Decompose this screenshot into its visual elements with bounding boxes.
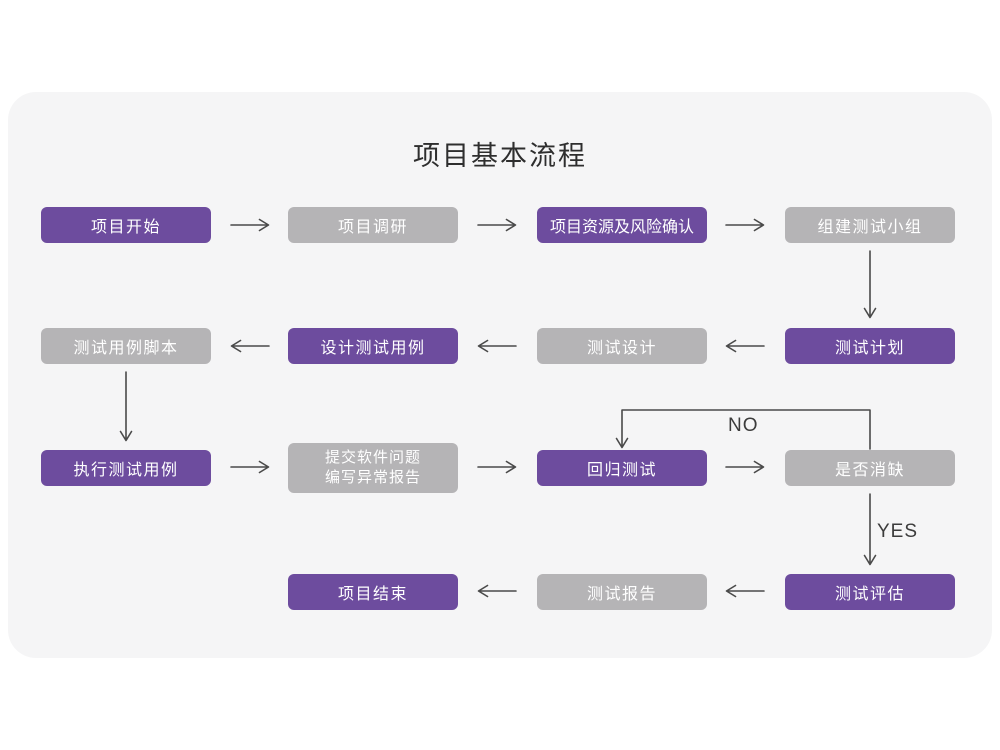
flow-node-defect-cleared: 是否消缺 — [785, 450, 955, 486]
flow-node-regression-test: 回归测试 — [537, 450, 707, 486]
flow-node-test-design: 测试设计 — [537, 328, 707, 364]
submit-issues-line-2: 编写异常报告 — [324, 469, 421, 486]
edge-label-no: NO — [728, 415, 759, 436]
flow-node-project-research: 项目调研 — [288, 207, 458, 243]
flow-node-case-script: 测试用例脚本 — [41, 328, 211, 364]
edge-label-yes: YES — [877, 521, 919, 542]
flow-node-test-evaluate: 测试评估 — [785, 574, 955, 610]
diagram-title: 项目基本流程 — [413, 141, 587, 171]
flow-node-project-end: 项目结束 — [288, 574, 458, 610]
diagram-card — [8, 92, 992, 658]
flow-node-build-team: 组建测试小组 — [785, 207, 955, 243]
flow-node-project-start: 项目开始 — [41, 207, 211, 243]
flow-node-execute-cases: 执行测试用例 — [41, 450, 211, 486]
flow-node-submit-issues: 提交软件问题 编写异常报告 — [288, 443, 458, 493]
flow-node-test-plan: 测试计划 — [785, 328, 955, 364]
submit-issues-line-1: 提交软件问题 — [324, 449, 421, 466]
flow-node-test-report: 测试报告 — [537, 574, 707, 610]
flow-node-design-cases: 设计测试用例 — [288, 328, 458, 364]
flow-node-resource-risk: 项目资源及风险确认 — [537, 207, 707, 243]
